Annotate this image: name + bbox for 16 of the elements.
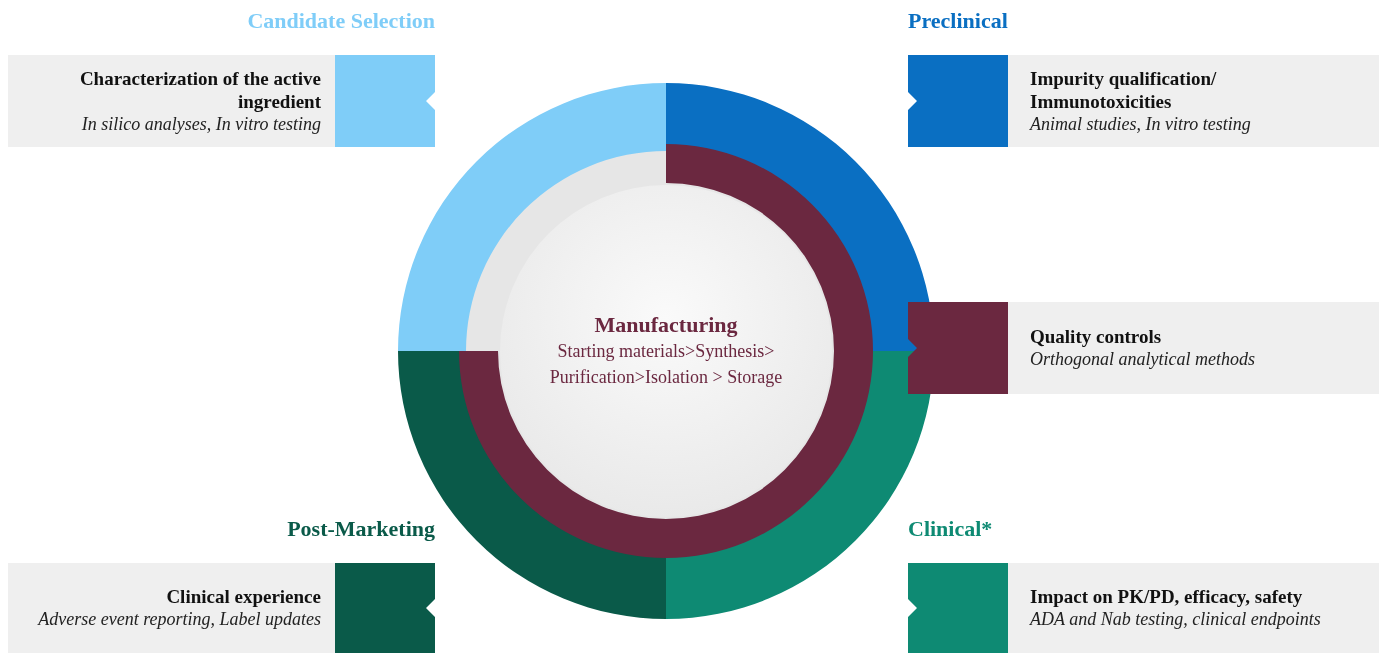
stage-heading: Candidate Selection — [246, 8, 435, 34]
card-title: Impurity qualification/ Immunotoxicities — [1030, 66, 1218, 113]
card-title: Characterization of the active ingredient — [78, 66, 321, 113]
center-text: Starting materials>Synthesis> Purification>Isolation > Storage — [548, 340, 784, 389]
center-title: Manufacturing — [594, 312, 738, 338]
card-subtitle: Adverse event reporting, Label updates — [36, 608, 321, 631]
card-title: Clinical experience — [165, 585, 321, 608]
stage-heading: Post-Marketing — [286, 516, 435, 542]
card-subtitle: Orthogonal analytical methods — [1030, 348, 1256, 371]
card-subtitle: ADA and Nab testing, clinical endpoints — [1030, 608, 1322, 631]
card-subtitle: Animal studies, In vitro testing — [1030, 112, 1252, 136]
card-title: Impact on PK/PD, efficacy, safety — [1030, 585, 1304, 608]
stage-heading: Clinical* — [908, 516, 993, 542]
stage-heading: Preclinical — [908, 8, 1008, 34]
card-title: Quality controls — [1030, 325, 1163, 348]
card-subtitle: In silico analyses, In vitro testing — [80, 112, 321, 136]
